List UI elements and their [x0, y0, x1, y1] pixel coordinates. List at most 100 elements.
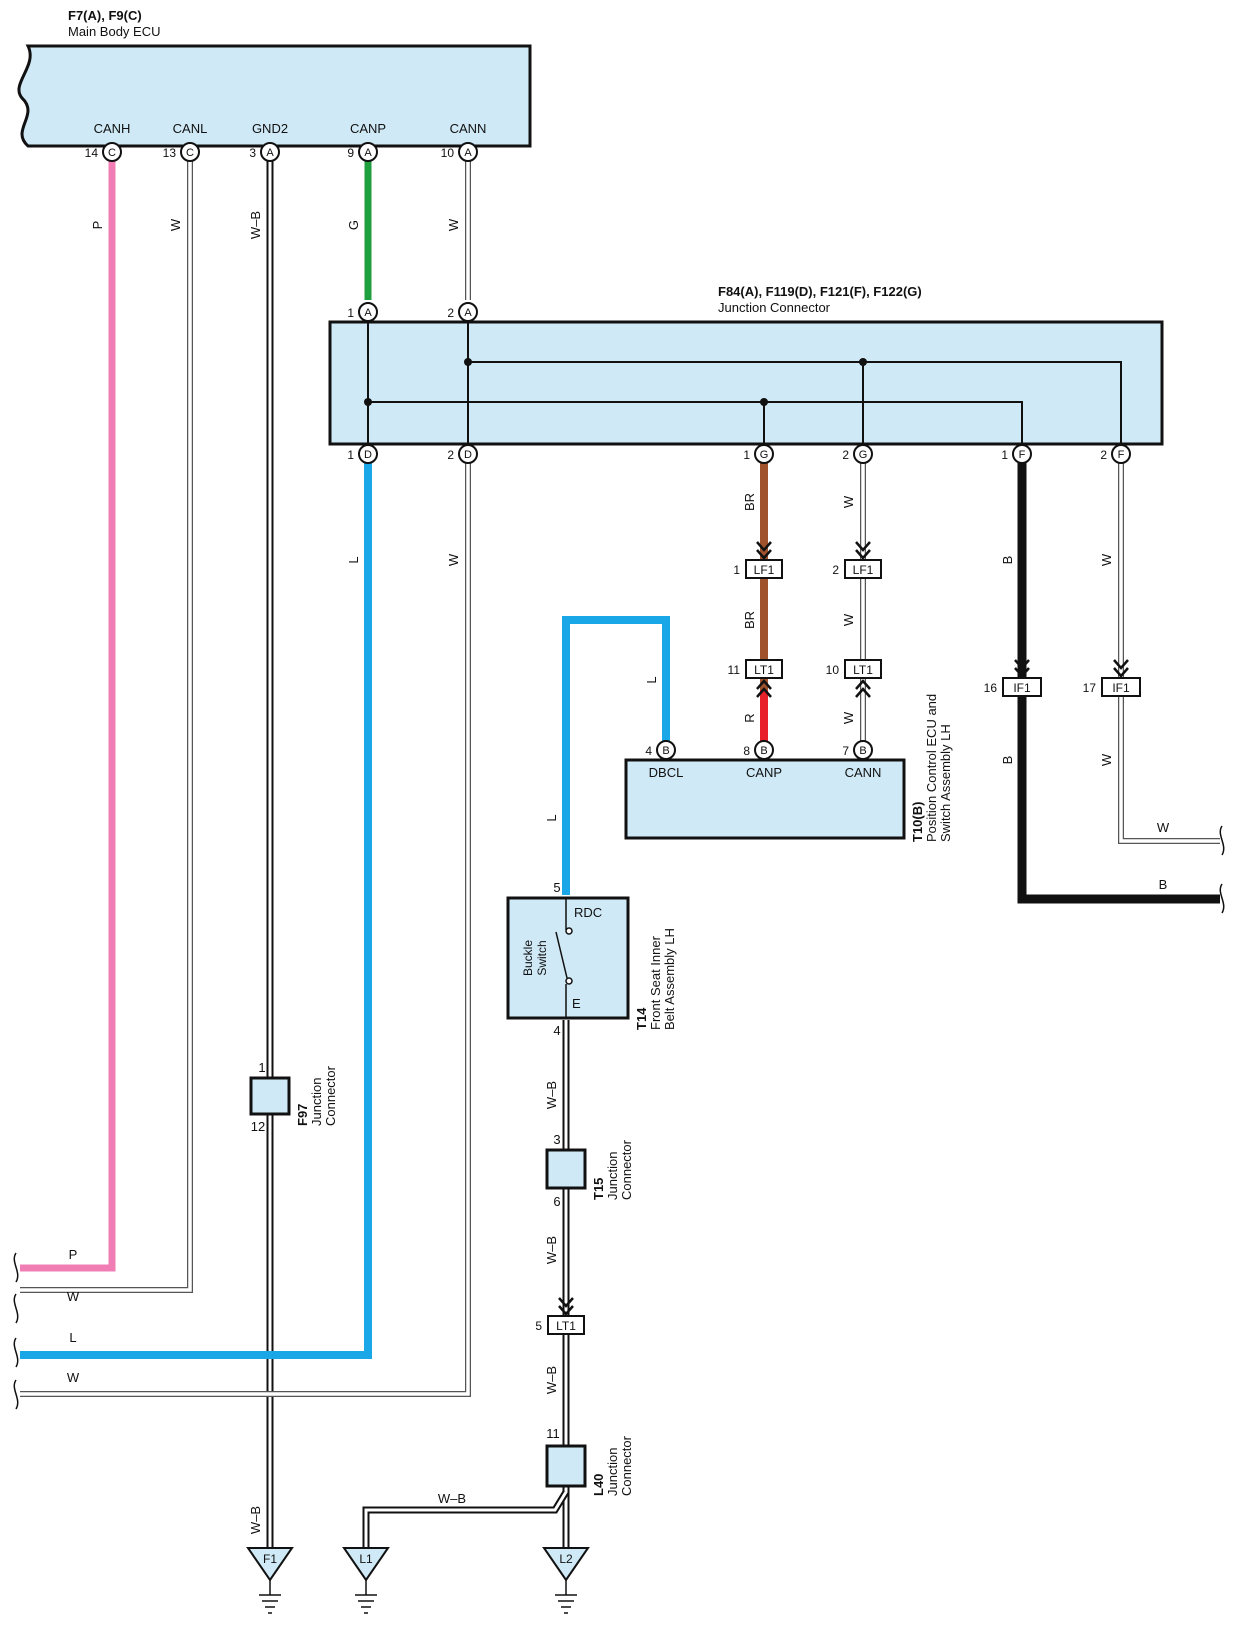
- label-right-b: B: [1159, 877, 1168, 892]
- inline-name: IF1: [1112, 681, 1130, 695]
- label-lt1-out: W–B: [544, 1366, 559, 1394]
- label-cann: W: [446, 218, 461, 231]
- t10-position-control-ecu: DBCL CANP CANN T10(B) Position Control E…: [624, 694, 953, 842]
- t15-junction-connector: 3 6 T15 Junction Connector: [545, 1132, 634, 1209]
- junction-name: Junction Connector: [718, 300, 831, 315]
- ecu-pin-letter: A: [266, 147, 274, 159]
- ecu-pin-number: 9: [347, 146, 354, 160]
- label-g2c: W: [841, 711, 856, 724]
- t10-name-1: Position Control ECU and: [924, 694, 939, 842]
- ground-l2: L2: [542, 1547, 590, 1614]
- ground-icon: [555, 1580, 577, 1614]
- junction-pin-letter: G: [760, 449, 769, 461]
- t10-pin-letter: B: [662, 745, 669, 757]
- t10-pin-cann: CANN: [845, 765, 882, 780]
- t15-box: [545, 1148, 587, 1190]
- label-g1b: BR: [742, 611, 757, 629]
- junction-pin-number: 2: [1100, 448, 1107, 462]
- ground-l1: L1: [342, 1547, 390, 1614]
- label-g2: W: [841, 495, 856, 508]
- t14-box: [506, 896, 630, 1020]
- l40-line-2: Connector: [619, 1435, 634, 1496]
- inline-connectors: LF1 1 LF1 2 LT1 11 LT1 10 IF1: [535, 541, 1141, 1335]
- junction-connector: F84(A), F119(D), F121(F), F122(G) Juncti…: [328, 284, 1164, 446]
- inline-num: 16: [984, 681, 998, 695]
- junction-pin-letter: F: [1019, 449, 1026, 461]
- inline-lt1-10: LT1 10: [826, 659, 882, 698]
- f97-line-2: Connector: [323, 1065, 338, 1126]
- label-right-w: W: [1157, 820, 1170, 835]
- wire-canh: [20, 160, 116, 1272]
- label-d1: L: [346, 556, 361, 563]
- label-left-w1: W: [67, 1289, 80, 1304]
- ecu-pin-letter: C: [108, 147, 116, 159]
- inline-name: LT1: [556, 1319, 576, 1333]
- t15-pin-top: 3: [553, 1132, 560, 1147]
- inline-name: IF1: [1013, 681, 1031, 695]
- ecu-name: Main Body ECU: [68, 24, 160, 39]
- inline-lf1-2: LF1 2: [832, 541, 882, 579]
- junction-top-pins: 1 A 2 A: [347, 302, 478, 322]
- ecu-pin-number: 13: [163, 146, 177, 160]
- ecu-pin-cann: CANN: [450, 121, 487, 136]
- f97-junction-connector: 1 12 F97 Junction Connector: [249, 1060, 338, 1134]
- label-f2: W: [1099, 553, 1114, 566]
- label-b4b: L: [544, 814, 559, 821]
- ecu-pin-letter: A: [364, 147, 372, 159]
- inline-name: LF1: [853, 563, 874, 577]
- wire-labels: P W W–B G W L W BR BR R W W W B B W W L …: [67, 211, 1170, 1534]
- junction-code: F84(A), F119(D), F121(F), F122(G): [718, 284, 922, 299]
- junction-pin-number: 2: [447, 448, 454, 462]
- t14-front-seat-belt: 5 RDC E Buckle Switch 4 T14 Front Seat I…: [506, 880, 677, 1038]
- ground-f1: F1: [246, 1547, 294, 1614]
- f97-pin-top: 1: [258, 1060, 265, 1075]
- inline-num: 5: [535, 1319, 542, 1333]
- ground-icon: [259, 1580, 281, 1614]
- t10-pin-number: 4: [645, 744, 652, 758]
- inline-name: LF1: [754, 563, 775, 577]
- t15-line-2: Connector: [619, 1139, 634, 1200]
- t10-box: [624, 758, 906, 840]
- junction-pin-number: 1: [743, 448, 750, 462]
- t10-pin-canp: CANP: [746, 765, 782, 780]
- wire-f1-black: [1017, 462, 1220, 904]
- label-canl: W: [168, 218, 183, 231]
- wire-canl: [20, 160, 192, 1292]
- t10-pin-dbcl: DBCL: [649, 765, 684, 780]
- t14-switch-2: Switch: [535, 940, 549, 975]
- label-g2b: W: [841, 613, 856, 626]
- label-b4: L: [644, 676, 659, 683]
- inline-lt1-11: LT1 11: [728, 659, 783, 698]
- junction-pin-letter: A: [464, 307, 472, 319]
- ground-icon: [355, 1580, 377, 1614]
- label-t14-out: W–B: [544, 1081, 559, 1109]
- inline-lf1-1: LF1 1: [733, 541, 783, 579]
- t15-code: T15: [591, 1178, 606, 1200]
- wire-b4-blue: [562, 616, 670, 895]
- t14-switch-1: Buckle: [521, 940, 535, 976]
- inline-lt1-5: LT1 5: [535, 1297, 585, 1335]
- t14-label-e: E: [572, 996, 581, 1011]
- junction-pin-letter: F: [1118, 449, 1125, 461]
- junction-pin-number: 1: [347, 306, 354, 320]
- label-gnd: W–B: [248, 211, 263, 239]
- ecu-pin-canh: CANH: [94, 121, 131, 136]
- ecu-pin-number: 3: [249, 146, 256, 160]
- label-g1c: R: [742, 713, 757, 722]
- junction-pin-letter: G: [859, 449, 868, 461]
- junction-dots: [364, 358, 867, 406]
- ecu-pin-connectors: 14 C 13 C 3 A 9 A 10 A: [85, 142, 478, 162]
- junction-pin-letter: D: [364, 449, 372, 461]
- junction-pin-letter: A: [364, 307, 372, 319]
- label-left-p: P: [69, 1247, 78, 1262]
- ecu-pin-letter: A: [464, 147, 472, 159]
- junction-pin-number: 2: [447, 306, 454, 320]
- wire-d2: [20, 462, 470, 1396]
- l40-code: L40: [591, 1474, 606, 1496]
- ecu-pin-gnd2: GND2: [252, 121, 288, 136]
- f97-pin-bottom: 12: [251, 1119, 265, 1134]
- label-canh: P: [90, 221, 105, 230]
- t14-name-1: Front Seat Inner: [648, 935, 663, 1030]
- ground-l1-label: L1: [359, 1552, 373, 1566]
